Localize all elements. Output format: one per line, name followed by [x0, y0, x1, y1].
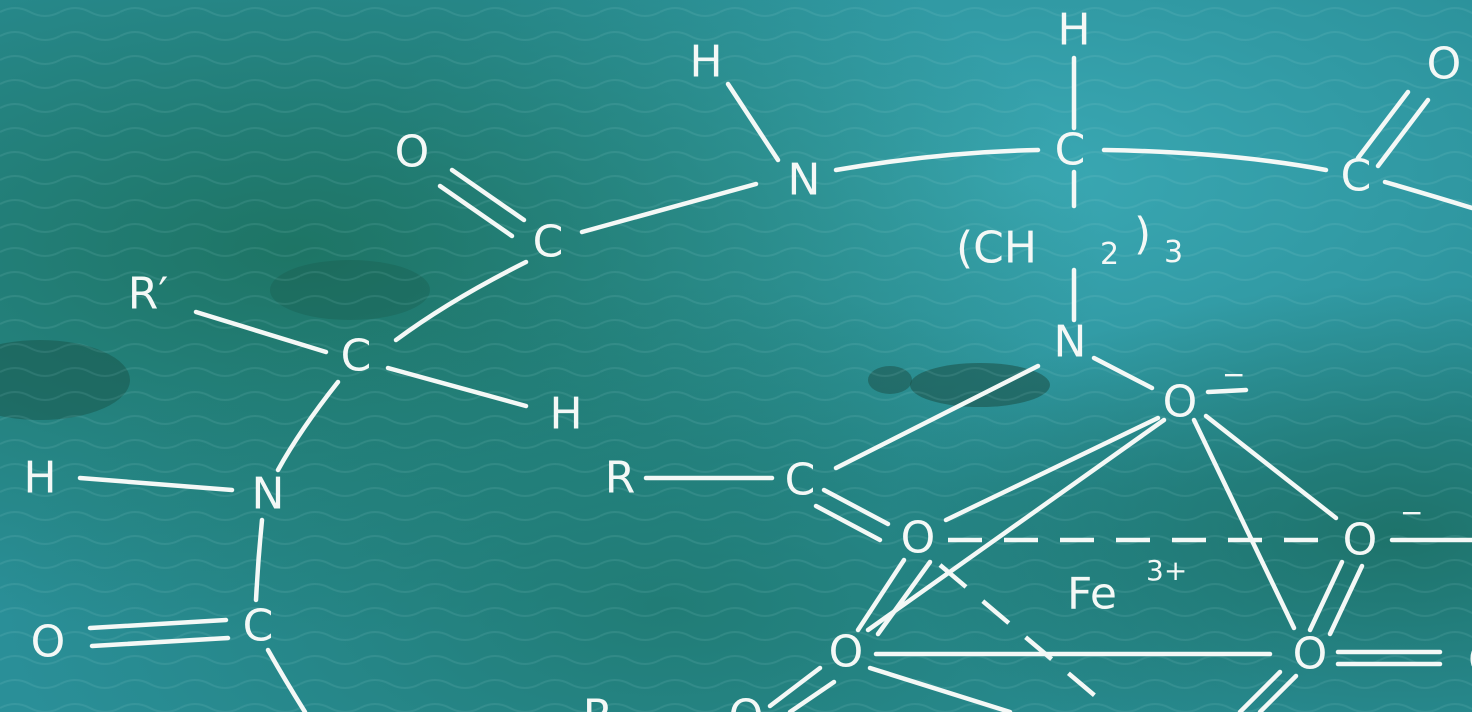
atom-h-alpha-left: H [549, 389, 582, 440]
atom-h-n-left: H [23, 453, 56, 504]
atom-o-coord-bottom-right: O [1293, 629, 1328, 680]
atom-o-coord-left: O [901, 513, 936, 564]
atom-c-carbonyl-upper-left: C [533, 217, 564, 268]
atom-iron: Fe [1067, 569, 1117, 620]
atom-r-prime: R′ [128, 269, 169, 320]
atom-ch2-close: ) [1134, 209, 1151, 260]
atom-n-left: N [252, 469, 285, 520]
atom-ch2-group: (CH [956, 223, 1037, 274]
bonds [77, 55, 1472, 712]
atom-o-coord-right: O [1343, 515, 1378, 566]
atom-c-acyl: C [785, 455, 816, 506]
atom-o-bottom-partial: O [729, 691, 764, 712]
atom-c-carbonyl-top-right: C [1341, 151, 1372, 202]
atom-o-minus-top-charge: − [1222, 358, 1245, 391]
atom-n-top: N [788, 155, 821, 206]
atom-ch2-count: 3 [1164, 235, 1183, 270]
atom-c-alpha-top: C [1055, 125, 1086, 176]
atom-o-far-right: O [1468, 635, 1472, 686]
atom-o-top-right: O [1427, 39, 1462, 90]
atom-h-n-top: H [689, 37, 722, 88]
atom-o-coord-right-charge: − [1400, 496, 1423, 529]
atom-o-bottom-left: O [31, 617, 66, 668]
atom-c-alpha-left: C [341, 331, 372, 382]
atom-o-minus-top: O [1163, 377, 1198, 428]
atom-o-carbonyl-upper-left: O [395, 127, 430, 178]
atom-r-bottom: R [583, 691, 614, 712]
atom-r-group: R [605, 453, 636, 504]
atom-c-carbonyl-bottom-left: C [243, 601, 274, 652]
atom-ch2-subscript: 2 [1100, 237, 1119, 272]
atom-labels: H H O N C C O C (CH 2 ) 3 R′ C H H N C O… [23, 5, 1472, 712]
atom-h-top: H [1057, 5, 1090, 56]
atom-iron-charge: 3+ [1146, 554, 1187, 587]
atom-n-hydroxamate: N [1054, 317, 1087, 368]
atom-o-coord-bottom-left: O [829, 627, 864, 678]
